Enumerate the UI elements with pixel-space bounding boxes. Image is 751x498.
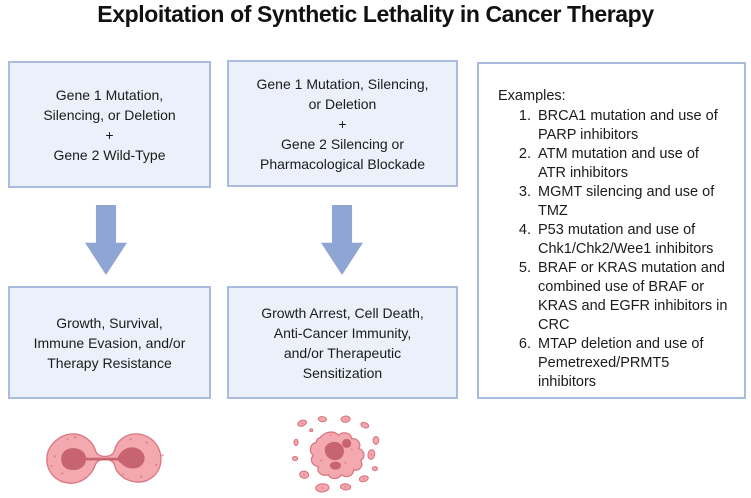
gene1-mutation-gene2-blockade-box: Gene 1 Mutation, Silencing, or Deletion … <box>227 60 458 187</box>
growth-arrest-text: Growth Arrest, Cell Death, Anti-Cancer I… <box>261 304 424 381</box>
example-item: MTAP deletion and use of Pemetrexed/PRMT… <box>535 335 734 392</box>
growth-survival-box: Growth, Survival, Immune Evasion, and/or… <box>8 286 211 399</box>
gene1-mutation-wildtype-text: Gene 1 Mutation, Silencing, or Deletion … <box>43 86 176 163</box>
apoptotic-cell-illustration <box>291 415 380 493</box>
middle-down-arrow-icon <box>321 205 363 275</box>
example-item: MGMT silencing and use of TMZ <box>535 183 734 221</box>
gene1-mutation-gene2-blockade-text: Gene 1 Mutation, Silencing, or Deletion … <box>256 75 429 172</box>
examples-box: Examples: BRCA1 mutation and use of PARP… <box>477 62 746 399</box>
growth-arrest-box: Growth Arrest, Cell Death, Anti-Cancer I… <box>227 286 458 399</box>
examples-list: BRCA1 mutation and use of PARP inhibitor… <box>498 107 734 392</box>
growth-survival-text: Growth, Survival, Immune Evasion, and/or… <box>33 314 186 371</box>
example-item: BRCA1 mutation and use of PARP inhibitor… <box>535 107 734 145</box>
example-item: P53 mutation and use of Chk1/Chk2/Wee1 i… <box>535 221 734 259</box>
dividing-cancer-cell-illustration <box>46 433 164 484</box>
example-item: BRAF or KRAS mutation and combined use o… <box>535 259 734 335</box>
left-down-arrow-icon <box>85 205 127 275</box>
diagram-title: Exploitation of Synthetic Lethality in C… <box>97 1 654 27</box>
example-item: ATM mutation and use of ATR inhibitors <box>535 145 734 183</box>
gene1-mutation-wildtype-box: Gene 1 Mutation, Silencing, or Deletion … <box>8 61 211 188</box>
examples-heading: Examples: <box>498 88 566 104</box>
